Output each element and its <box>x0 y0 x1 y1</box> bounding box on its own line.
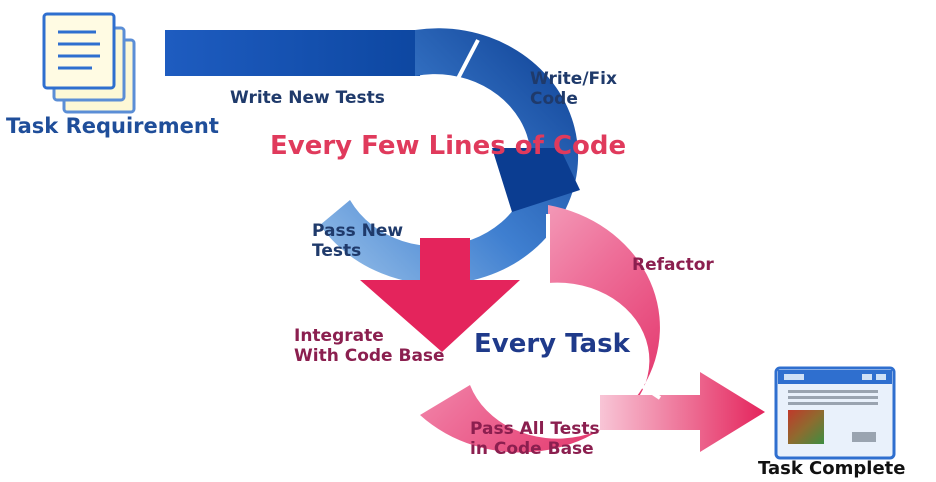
task-complete-label: Task Complete <box>758 458 906 479</box>
exit-arrow <box>600 372 765 452</box>
integrate-line-2: With Code Base <box>294 345 445 366</box>
write-new-tests-label: Write New Tests <box>230 88 385 108</box>
inner-loop-title: Every Few Lines of Code <box>270 131 627 161</box>
inner-loop-arrow <box>165 28 580 285</box>
inner-loop-feed-bar <box>165 30 420 76</box>
write-fix-code-line-2: Code <box>530 88 578 109</box>
pass-new-tests-line-1: Pass New <box>312 221 404 241</box>
refactor-label: Refactor <box>632 255 714 275</box>
document-stack-icon <box>42 12 136 114</box>
outer-loop-arrowhead <box>360 238 520 352</box>
pass-new-tests-line-2: Tests <box>312 240 362 261</box>
task-requirement-label: Task Requirement <box>6 114 219 138</box>
integrate-label: Integrate With Code Base <box>294 326 445 366</box>
pass-all-tests-label: Pass All Tests in Code Base <box>470 419 600 459</box>
outer-loop-title: Every Task <box>474 329 630 359</box>
outer-loop-ring <box>420 205 660 453</box>
outer-loop-arrow <box>360 205 765 453</box>
inner-loop-arrowhead <box>492 148 580 212</box>
pass-all-tests-line-1: Pass All Tests <box>470 419 600 439</box>
write-fix-code-label: Write/Fix Code <box>530 69 617 109</box>
inner-loop-ring <box>320 28 579 285</box>
pass-all-tests-line-2: in Code Base <box>470 438 594 459</box>
write-fix-code-line-1: Write/Fix <box>530 69 617 89</box>
pass-new-tests-label: Pass New Tests <box>312 221 404 261</box>
integrate-line-1: Integrate <box>294 326 384 346</box>
browser-window-icon <box>774 366 896 460</box>
